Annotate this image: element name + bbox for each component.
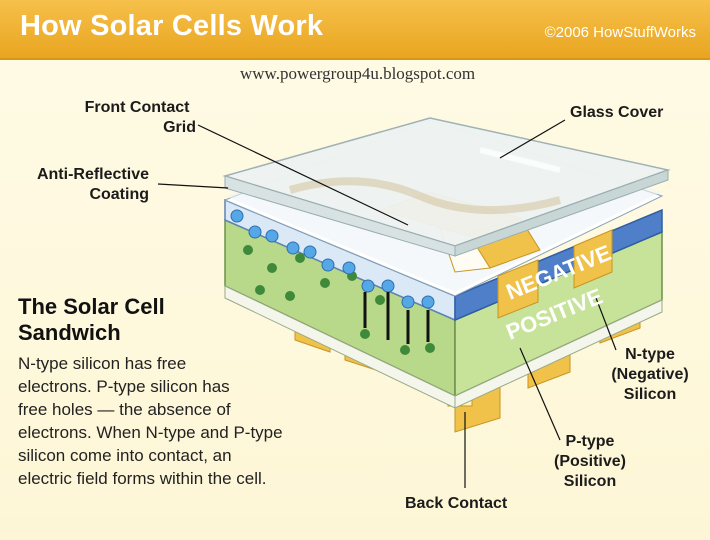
body-line: electric field forms within the cell. [18,467,383,490]
electron-dot [231,210,243,222]
electron-dot [266,230,278,242]
electron-dot [402,296,414,308]
description-title: The Solar Cell Sandwich [18,294,165,346]
hole-dot [267,263,277,273]
hole-dot [400,345,410,355]
label-glass-cover: Glass Cover [570,103,663,123]
electron-dot [382,280,394,292]
body-line: free holes — the absence of [18,398,383,421]
title-line: Sandwich [18,320,165,346]
body-line: N-type silicon has free [18,352,383,375]
electron-dot [343,262,355,274]
label-line: Coating [14,185,149,205]
title-line: The Solar Cell [18,294,165,320]
label-line: (Negative) [600,365,700,385]
electron-dot [304,246,316,258]
label-line: (Positive) [540,452,640,472]
hole-dot [425,343,435,353]
label-line: Front Contact [72,98,202,118]
description-body: N-type silicon has free electrons. P-typ… [18,352,383,490]
label-line: Anti-Reflective [14,165,149,185]
leader-anti-reflective [158,184,228,188]
hole-dot [285,291,295,301]
label-line: P-type [540,432,640,452]
hole-dot [295,253,305,263]
label-ntype-silicon: N-type (Negative) Silicon [600,345,700,405]
label-line: Silicon [600,385,700,405]
body-line: electrons. P-type silicon has [18,375,383,398]
hole-dot [243,245,253,255]
label-front-contact-grid: Front Contact Grid [72,98,202,138]
electron-dot [287,242,299,254]
hole-dot [255,285,265,295]
label-anti-reflective-coating: Anti-Reflective Coating [14,165,149,205]
label-line: N-type [600,345,700,365]
electron-dot [422,296,434,308]
hole-dot [360,329,370,339]
label-line: Grid [72,118,202,138]
body-line: silicon come into contact, an [18,444,383,467]
hole-dot [375,295,385,305]
electron-dot [362,280,374,292]
label-line: Silicon [540,472,640,492]
label-ptype-silicon: P-type (Positive) Silicon [540,432,640,492]
electron-dot [322,259,334,271]
electron-dot [249,226,261,238]
label-back-contact: Back Contact [405,494,507,514]
body-line: electrons. When N-type and P-type [18,421,383,444]
hole-dot [320,278,330,288]
